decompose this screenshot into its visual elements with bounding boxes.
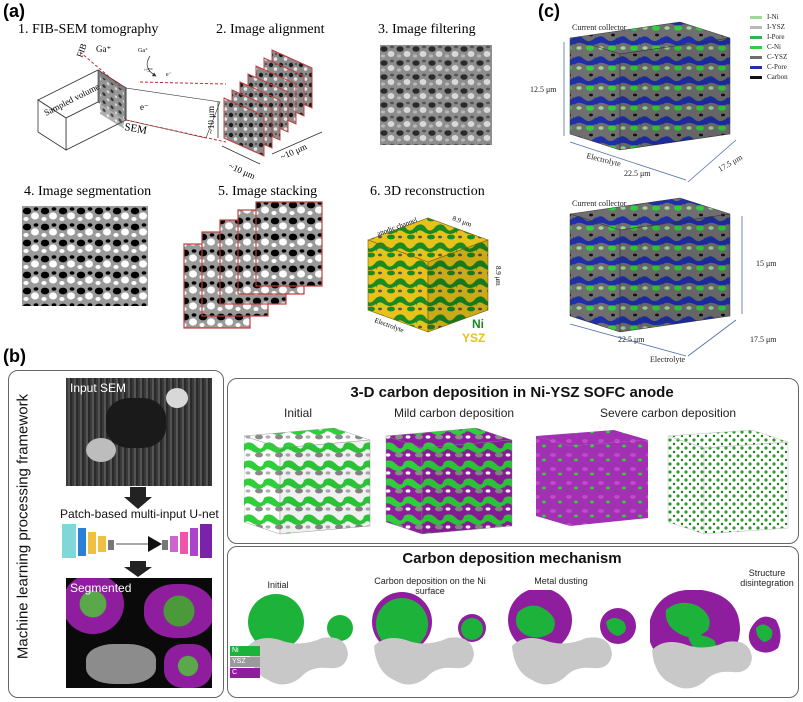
angle-label: ~5° [144, 67, 153, 74]
mechanism-title: Carbon deposition mechanism [402, 550, 622, 567]
input-sem-label: Input SEM [70, 381, 127, 395]
segmented-label: Segmented [70, 581, 132, 595]
current-collector-1: Current collector [572, 23, 627, 32]
legend-label: C-YSZ [767, 53, 788, 61]
c-dim-width-1: 22.5 μm [624, 169, 651, 178]
step-5-label: 5. Image stacking [218, 184, 318, 199]
legend-label: I-Ni [767, 13, 779, 21]
legend-swatch [750, 25, 762, 29]
legend-ysz-label: YSZ [232, 658, 246, 665]
recon-dim-side: 8.9 μm [494, 266, 502, 286]
legend-swatch [750, 55, 762, 59]
legend-item: Carbon [750, 72, 802, 82]
mech-initial-label: Initial [267, 580, 289, 590]
legend-swatch [750, 15, 762, 19]
step-2-label: 2. Image alignment [216, 22, 325, 37]
panel-a-label: (a) [3, 1, 25, 21]
ga-label-2: Ga⁺ [138, 47, 148, 54]
legend-item: I-Ni [750, 12, 802, 22]
image-alignment-stack: ~10 μm ~10 μm ~10 μm [208, 49, 323, 182]
legend-item-ni: Ni [230, 646, 260, 656]
mech-surface-label: Carbon deposition on the Ni surface [374, 576, 486, 596]
panel-c-label: (c) [538, 1, 560, 21]
step-6-label: 6. 3D reconstruction [370, 184, 485, 199]
image-filtering-sample [380, 45, 492, 145]
legend-label: I-Pore [767, 33, 785, 41]
c-dim-depth-1: 17.5 μm [717, 152, 745, 173]
legend-item: I-YSZ [750, 22, 802, 32]
panel-c-figure: Current collector 12.5 μm Electrolyte 22… [530, 21, 777, 364]
step-3-label: 3. Image filtering [378, 22, 476, 37]
legend-ni-label: Ni [232, 647, 239, 654]
stage-severe-label: Severe carbon deposition [600, 406, 737, 420]
legend-label: Carbon [767, 73, 788, 81]
carbon-3d-cubes [244, 427, 789, 535]
sem-label: SEM [123, 121, 148, 137]
legend-item: I-Pore [750, 32, 802, 42]
segmented-image [66, 578, 212, 688]
legend-c-label: C [232, 669, 238, 676]
electron-label-2: e⁻ [166, 72, 172, 78]
legend-item-ysz: YSZ [230, 657, 260, 667]
c-dim-depth-2: 17.5 μm [750, 335, 777, 344]
c-electrolyte-2: Electrolyte [650, 355, 686, 364]
c-dim-height-2: 15 μm [756, 259, 777, 268]
legend-item: C-Pore [750, 62, 802, 72]
electron-label: e⁻ [140, 102, 149, 112]
legend-label: C-Pore [767, 63, 787, 71]
legend-swatch [750, 65, 762, 69]
input-sem-image [66, 378, 212, 486]
down-arrow-1 [124, 487, 152, 509]
ml-side-title: Machine learning processing framework [14, 393, 32, 660]
fib-sem-schematic: FIB Ga⁺ Ga⁺ ~5° e⁻ e⁻ SEM Sampled volume [37, 42, 227, 151]
legend-item: C-YSZ [750, 52, 802, 62]
image-stacking [183, 201, 323, 329]
recon-dim-top: 8.9 μm [451, 214, 473, 228]
recon-ysz-label: YSZ [462, 331, 485, 344]
stage-initial-label: Initial [284, 406, 313, 420]
panel-b-label: (b) [3, 346, 26, 366]
legend-label: C-Ni [767, 43, 781, 51]
down-arrow-2 [124, 561, 152, 577]
recon-ni-label: Ni [472, 317, 484, 331]
legend-label: I-YSZ [767, 23, 785, 31]
image-segmentation-sample [22, 206, 148, 306]
mechanism-diagram [248, 590, 781, 689]
unet-label: Patch-based multi-input U-net [60, 507, 219, 521]
c-dim-height-1: 12.5 μm [530, 85, 557, 94]
mech-disint-label: Structure disintegration [740, 568, 794, 588]
carbon-3d-title: 3-D carbon deposition in Ni-YSZ SOFC ano… [350, 384, 674, 401]
legend-item-c: C [230, 668, 260, 678]
step-1-label: 1. FIB-SEM tomography [18, 22, 159, 37]
current-collector-2: Current collector [572, 199, 627, 208]
legend-item: C-Ni [750, 42, 802, 52]
mechanism-legend: Ni YSZ C [230, 646, 260, 678]
unet-diagram [62, 524, 212, 558]
ga-label: Ga⁺ [96, 44, 111, 54]
fib-label: FIB [74, 42, 88, 59]
stage-mild-label: Mild carbon deposition [394, 406, 515, 420]
mech-dusting-label: Metal dusting [534, 576, 588, 586]
legend-swatch [750, 35, 762, 39]
3d-reconstruction-cube: anodic channel 8.9 μm 8.9 μm Electrolyte… [367, 214, 502, 344]
dim-10um-b: ~10 μm [227, 161, 257, 182]
dim-10um-a: ~10 μm [208, 106, 216, 134]
step-4-label: 4. Image segmentation [24, 184, 152, 199]
panel-c-legend: I-Ni I-YSZ I-Pore C-Ni C-YSZ C-Pore Carb… [750, 12, 802, 82]
legend-swatch [750, 75, 762, 79]
c-dim-width-2: 22.5 μm [618, 335, 645, 344]
legend-swatch [750, 45, 762, 49]
c-electrolyte-1: Electrolyte [586, 151, 623, 168]
